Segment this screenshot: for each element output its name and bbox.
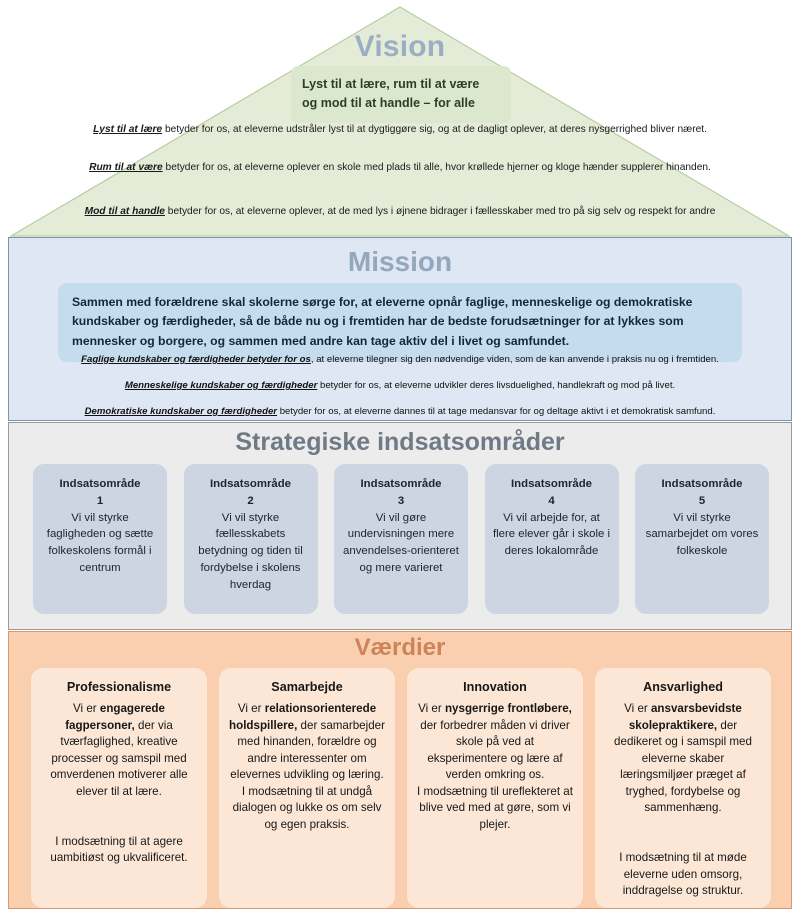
strategy-card-1: Indsatsområde 1 Vi vil styrke faglighede… — [33, 464, 167, 614]
value-card-1-intro: Vi er — [73, 702, 100, 715]
vision-paragraph-mod: Mod til at handle betyder for os, at ele… — [0, 204, 800, 220]
value-card-3-strong: nysgerrige frontløbere, — [444, 702, 572, 715]
value-card-3-body: der forbedrer måden vi driver skole på v… — [420, 718, 570, 782]
mission-statement-box: Sammen med forældrene skal skolerne sørg… — [58, 283, 742, 362]
value-card-ansvarlighed: Ansvarlighed Vi er ansvarsbevidste skole… — [595, 668, 771, 908]
value-card-2-contrast: I modsætning til at undgå dialogen og lu… — [232, 784, 382, 832]
vision-content: Vision Lyst til at lære, rum til at være… — [0, 0, 800, 238]
value-card-4-intro: Vi er — [624, 702, 651, 715]
strategy-card-2-number: 2 — [247, 494, 254, 507]
value-card-innovation: Innovation Vi er nysgerrige frontløbere,… — [407, 668, 583, 908]
mission-paragraph-faglige: Faglige kundskaber og færdigheder betyde… — [9, 353, 791, 366]
strategy-card-5-heading: Indsatsområde — [661, 478, 743, 490]
value-card-2-strong: relationsorienterede holdspillere, — [229, 702, 377, 732]
strategy-section: Strategiske indsatsområder Indsatsområde… — [8, 422, 792, 630]
value-card-3-intro: Vi er — [418, 702, 445, 715]
mission-paragraph-3-lead: Demokratiske kundskaber og færdigheder — [84, 406, 278, 417]
vision-paragraph-2-rest: betyder for os, at eleverne oplever en s… — [162, 162, 711, 173]
mission-paragraph-3-rest: betyder for os, at eleverne dannes til a… — [277, 406, 716, 417]
values-title: Værdier — [354, 634, 446, 661]
strategy-card-1-number: 1 — [96, 494, 104, 507]
value-card-1-strong: engagerede fagpersoner, — [65, 702, 165, 732]
vision-paragraph-3-rest: betyder for os, at eleverne oplever, at … — [164, 206, 716, 217]
value-card-3-title: Innovation — [463, 680, 527, 694]
strategy-card-2: Indsatsområde 2 Vi vil styrke fællesskab… — [183, 464, 318, 614]
values-card-list: Professionalisme Vi er engagerede fagper… — [31, 668, 771, 908]
strategy-card-4-number: 4 — [548, 494, 555, 507]
value-card-1-contrast: I modsætning til at agere uambitiøst og … — [50, 834, 188, 865]
mission-section: Mission Sammen med forældrene skal skole… — [8, 237, 792, 421]
mission-paragraph-menneskelige: Menneskelige kundskaber og færdigheder b… — [9, 379, 791, 392]
strategy-card-1-body: Vi vil styrke fagligheden og sætte folke… — [46, 511, 154, 574]
strategy-card-list: Indsatsområde 1 Vi vil styrke faglighede… — [33, 464, 769, 614]
vision-paragraph-rum: Rum til at være betyder for os, at eleve… — [0, 160, 800, 176]
value-card-2-intro: Vi er — [237, 702, 265, 715]
strategy-card-5-body: Vi vil styrke samarbejdet om vores folke… — [645, 511, 759, 558]
value-card-1-body: der via tværfaglighed, kreative processe… — [50, 718, 188, 798]
mission-title: Mission — [347, 246, 453, 277]
mission-paragraph-2-rest: betyder for os, at eleverne udvikler der… — [317, 380, 676, 391]
mission-paragraph-1-rest: , at eleverne tilegner sig den nødvendig… — [310, 354, 719, 365]
mission-paragraph-2-lead: Menneskelige kundskaber og færdigheder — [124, 380, 318, 391]
strategy-card-3-body: Vi vil gøre undervisningen mere anvendel… — [343, 511, 459, 574]
value-card-3-contrast: I modsætning til ureflekteret at blive v… — [417, 784, 573, 832]
mission-paragraph-1-lead: Faglige kundskaber og færdigheder betyde… — [81, 354, 311, 365]
mission-paragraph-demokratiske: Demokratiske kundskaber og færdigheder b… — [9, 405, 791, 418]
value-card-4-contrast: I modsætning til at møde eleverne uden o… — [619, 851, 747, 898]
strategy-card-4: Indsatsområde 4 Vi vil arbejde for, at f… — [484, 464, 619, 614]
strategy-card-4-heading: Indsatsområde — [510, 478, 593, 490]
strategy-title: Strategiske indsatsområder — [235, 428, 565, 456]
strategy-card-5-number: 5 — [698, 494, 706, 507]
vision-statement-line2: og mod til at handle – for alle — [302, 95, 475, 110]
strategy-card-4-body: Vi vil arbejde for, at flere elever går … — [492, 511, 611, 558]
value-card-4-title: Ansvarlighed — [643, 680, 723, 694]
vision-statement-box: Lyst til at lære, rum til at være og mod… — [291, 66, 511, 123]
vision-title: Vision — [354, 30, 446, 63]
strategy-card-2-body: Vi vil styrke fællesskabets betydning og… — [198, 511, 303, 591]
vision-paragraph-3-lead: Mod til at handle — [84, 206, 165, 217]
strategy-card-3-heading: Indsatsområde — [360, 478, 442, 490]
strategy-card-1-heading: Indsatsområde — [59, 478, 141, 490]
vision-paragraph-lyst: Lyst til at lære betyder for os, at elev… — [0, 122, 800, 138]
vision-paragraph-1-rest: betyder for os, at eleverne udstråler ly… — [162, 124, 707, 135]
value-card-1-title: Professionalisme — [66, 680, 172, 694]
strategy-card-3-number: 3 — [397, 494, 405, 507]
value-card-2-title: Samarbejde — [271, 680, 343, 694]
vision-paragraph-2-lead: Rum til at være — [89, 162, 163, 173]
vision-paragraph-1-lead: Lyst til at lære — [93, 124, 163, 135]
values-section: Værdier Professionalisme Vi er engagered… — [8, 631, 792, 909]
strategy-card-2-heading: Indsatsområde — [209, 478, 292, 490]
value-card-2-body: der samarbejder med hinanden, forældre o… — [230, 718, 385, 782]
vision-statement-line1: Lyst til at lære, rum til at være — [302, 77, 480, 91]
value-card-4-strong: ansvarsbevidste skolepraktikere, — [628, 702, 742, 732]
strategy-card-5: Indsatsområde 5 Vi vil styrke samarbejde… — [635, 464, 769, 614]
value-card-4-body: der dedikeret og i samspil med eleverne … — [614, 718, 752, 815]
value-card-professionalisme: Professionalisme Vi er engagerede fagper… — [31, 668, 207, 908]
value-card-samarbejde: Samarbejde Vi er relationsorienterede ho… — [219, 668, 395, 908]
strategy-card-3: Indsatsområde 3 Vi vil gøre undervisning… — [334, 464, 468, 614]
vision-section: Vision Lyst til at lære, rum til at være… — [0, 0, 800, 238]
